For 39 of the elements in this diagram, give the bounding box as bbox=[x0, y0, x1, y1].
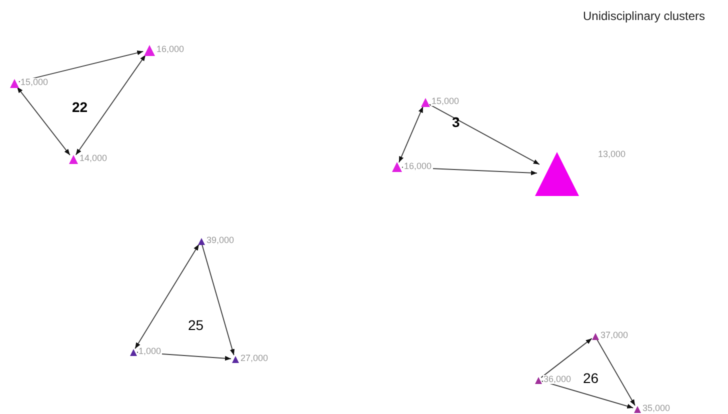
value-label: 35,000 bbox=[642, 404, 672, 413]
value-label: 27,000 bbox=[240, 354, 270, 363]
cluster-number: 25 bbox=[188, 318, 204, 332]
triangle-marker bbox=[634, 406, 640, 412]
triangle-marker bbox=[535, 152, 579, 196]
cluster-number: 22 bbox=[72, 100, 88, 114]
value-label: 16,000 bbox=[156, 45, 186, 54]
triangle-marker bbox=[68, 154, 78, 164]
cluster-number: 26 bbox=[583, 371, 599, 385]
arrow bbox=[18, 50, 144, 82]
arrow bbox=[202, 244, 235, 356]
triangle-marker bbox=[420, 98, 430, 106]
triangle-marker bbox=[392, 162, 402, 172]
value-label: 37,000 bbox=[600, 331, 630, 340]
arrow bbox=[540, 338, 592, 378]
arrow bbox=[596, 338, 636, 406]
value-label: 16,000 bbox=[403, 162, 433, 171]
value-label: 1,000 bbox=[138, 347, 162, 356]
arrow bbox=[134, 244, 200, 350]
arrow bbox=[428, 104, 540, 165]
triangle-marker bbox=[10, 78, 18, 88]
triangle-marker bbox=[144, 44, 154, 56]
value-label: 15,000 bbox=[20, 78, 50, 87]
value-label: 15,000 bbox=[430, 97, 460, 106]
arrow bbox=[398, 106, 424, 163]
triangle-marker bbox=[232, 356, 238, 362]
arrow bbox=[16, 86, 70, 156]
triangle-marker bbox=[130, 348, 136, 356]
chart-title: Unidisciplinary clusters bbox=[583, 10, 706, 22]
cluster-number: 3 bbox=[452, 115, 460, 129]
value-label: 14,000 bbox=[78, 154, 108, 163]
arrow bbox=[75, 54, 146, 156]
triangle-marker bbox=[592, 332, 598, 340]
value-label: 36,000 bbox=[542, 375, 572, 384]
value-label: 13,000 bbox=[597, 150, 627, 159]
value-label: 39,000 bbox=[206, 236, 236, 245]
arrow bbox=[541, 380, 634, 408]
triangle-marker bbox=[534, 376, 542, 384]
triangle-marker bbox=[198, 238, 204, 244]
